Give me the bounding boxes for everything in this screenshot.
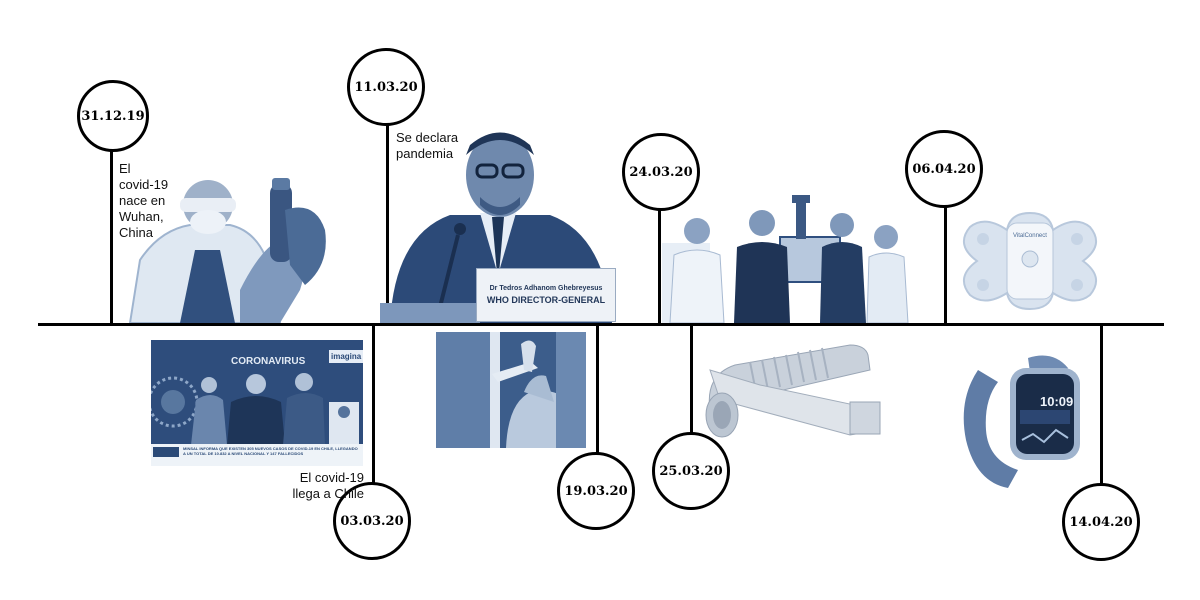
timeline-axis: [38, 323, 1164, 326]
date-label: 31.12.19: [81, 108, 145, 124]
date-label: 19.03.20: [564, 483, 628, 499]
date-circle-11-03-20: 11.03.20: [347, 48, 425, 126]
stem-19-03-20: [596, 325, 599, 455]
photo-tv-broadcast-chile: CORONAVIRUS imagina MINSAL INFORMA QUE E…: [151, 340, 363, 466]
date-label: 14.04.20: [1069, 514, 1133, 530]
tv-ticker: MINSAL INFORMA QUE EXISTEN 305 NUEVOS CA…: [183, 446, 358, 456]
caption-line: China: [119, 225, 153, 240]
stem-11-03-20: [386, 120, 389, 325]
stem-25-03-20: [690, 325, 693, 435]
photo-doctor-vial: [120, 170, 332, 323]
date-circle-06-04-20: 06.04.20: [905, 130, 983, 208]
date-label: 03.03.20: [340, 513, 404, 529]
caption-line: llega a Chile: [292, 486, 364, 501]
date-circle-03-03-20: 03.03.20: [333, 482, 411, 560]
nameplate-title: WHO DIRECTOR-GENERAL: [486, 295, 606, 305]
nameplate: Dr Tedros Adhanom Ghebreyesus WHO DIRECT…: [476, 268, 616, 322]
nameplate-name: Dr Tedros Adhanom Ghebreyesus: [489, 285, 603, 292]
stem-14-04-20: [1100, 325, 1103, 485]
date-label: 25.03.20: [659, 463, 723, 479]
date-label: 06.04.20: [912, 161, 976, 177]
date-label: 11.03.20: [354, 79, 418, 95]
photo-engineering-team: [662, 195, 914, 323]
date-circle-19-03-20: 19.03.20: [557, 452, 635, 530]
caption-31-12-19: El covid-19 nace en Wuhan, China: [119, 161, 189, 241]
stem-06-04-20: [944, 205, 947, 325]
caption-line: Se declara: [396, 130, 459, 145]
caption-line: covid-19: [119, 177, 169, 192]
caption-03-03-20: El covid-19 llega a Chile: [262, 470, 364, 502]
date-label: 24.03.20: [629, 164, 693, 180]
stem-03-03-20: [372, 325, 375, 485]
caption-line: nace en: [119, 193, 166, 208]
patch-brand: VitalConnect: [1013, 233, 1047, 239]
date-circle-25-03-20: 25.03.20: [652, 432, 730, 510]
tv-channel-logo: imagina: [329, 350, 363, 363]
caption-line: Wuhan,: [119, 209, 164, 224]
date-circle-24-03-20: 24.03.20: [622, 133, 700, 211]
date-circle-31-12-19: 31.12.19: [77, 80, 149, 152]
photo-wearable-patch: VitalConnect: [955, 205, 1105, 317]
caption-line: El covid-19: [299, 470, 364, 485]
date-circle-14-04-20: 14.04.20: [1062, 483, 1140, 561]
photo-ventilator-device: [700, 340, 885, 440]
tv-headline: CORONAVIRUS: [231, 356, 306, 367]
stem-31-12-19: [110, 150, 113, 325]
caption-line: El: [119, 161, 131, 176]
photo-door-opener: [436, 332, 586, 448]
caption-11-03-20: Se declara pandemia: [396, 130, 486, 162]
photo-smartwatch: 10:09: [958, 350, 1088, 490]
stem-24-03-20: [658, 205, 661, 325]
watch-time: 10:09: [1040, 394, 1074, 409]
caption-line: pandemia: [396, 146, 454, 161]
